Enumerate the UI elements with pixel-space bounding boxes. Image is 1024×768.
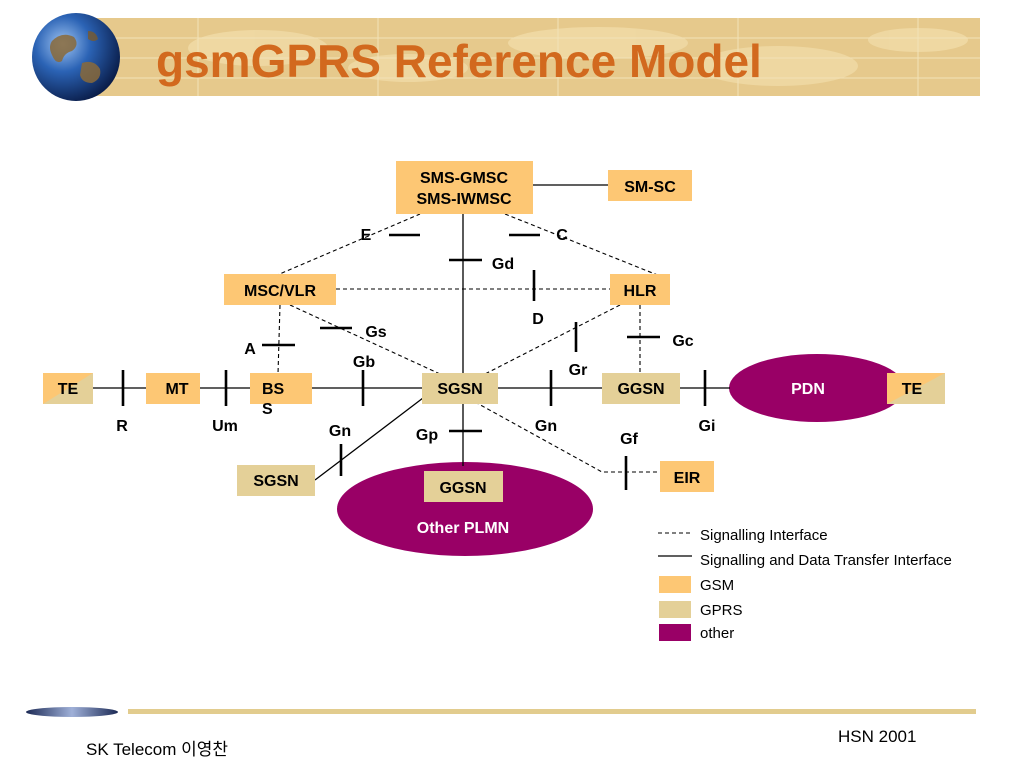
hlr-label: HLR	[624, 283, 657, 300]
iface-gn-main-label: Gn	[535, 418, 557, 435]
te-left-label: TE	[58, 381, 79, 398]
node-sms-gmsc: SMS-GMSC SMS-IWMSC	[396, 161, 533, 214]
globe-icon	[32, 13, 120, 101]
node-te-left: TE	[43, 373, 93, 404]
te-right-label: TE	[902, 381, 923, 398]
data-links	[85, 184, 730, 481]
iface-a-label: A	[244, 341, 256, 358]
node-sgsn-other: SGSN	[237, 465, 315, 496]
interface-labels: E C Gd D Gs A Gc Gb Gr R Um Gn Gi Gn Gp …	[116, 227, 715, 448]
iface-gr-label: Gr	[569, 362, 588, 379]
iface-gi-label: Gi	[699, 418, 716, 435]
node-ggsn-main: GGSN	[602, 373, 680, 404]
footer-presenter: SK Telecom 이영찬	[86, 740, 229, 759]
node-bss: BS S	[250, 373, 312, 418]
legend-gprs: GPRS	[700, 602, 743, 619]
iface-gb-label: Gb	[353, 354, 375, 371]
iface-gs-label: Gs	[365, 324, 386, 341]
footer-swoosh	[26, 707, 118, 717]
node-te-right: TE	[887, 373, 945, 404]
other-plmn-label: Other PLMN	[417, 520, 509, 537]
legend-other: other	[700, 625, 734, 642]
iface-d-label: D	[532, 311, 544, 328]
other-plmn-ellipse	[337, 462, 593, 556]
sm-sc-label: SM-SC	[624, 179, 676, 196]
node-sm-sc: SM-SC	[608, 170, 692, 201]
link-sgsn-eir	[474, 401, 660, 473]
iface-gf-label: Gf	[620, 431, 638, 448]
legend-signalling-data: Signalling and Data Transfer Interface	[700, 552, 952, 569]
link-msc-bss	[277, 304, 281, 375]
eir-label: EIR	[674, 470, 701, 487]
signalling-links	[274, 213, 661, 473]
sms-iwmsc-label: SMS-IWMSC	[416, 191, 512, 208]
footer-bar	[128, 709, 976, 714]
interface-ticks	[121, 233, 707, 490]
iface-gp-label: Gp	[416, 427, 438, 444]
sgsn-other-label: SGSN	[253, 473, 298, 490]
pdn-label: PDN	[791, 381, 825, 398]
legend-gsm: GSM	[700, 577, 734, 594]
slide-title: gsmGPRS Reference Model	[156, 35, 762, 87]
legend-gsm-swatch	[659, 576, 691, 593]
iface-e-label: E	[361, 227, 372, 244]
footer-event: HSN 2001	[838, 727, 917, 746]
sms-gmsc-label: SMS-GMSC	[420, 170, 508, 187]
sgsn-main-label: SGSN	[437, 381, 482, 398]
ggsn-other-label: GGSN	[439, 480, 486, 497]
node-hlr: HLR	[610, 274, 670, 305]
msc-vlr-label: MSC/VLR	[244, 283, 316, 300]
pdn-ellipse	[729, 354, 905, 422]
legend-gprs-swatch	[659, 601, 691, 618]
node-sgsn-main: SGSN	[422, 373, 498, 404]
legend-signalling: Signalling Interface	[700, 527, 828, 544]
node-eir: EIR	[660, 461, 714, 492]
iface-gc-label: Gc	[672, 333, 693, 350]
legend: Signalling Interface Signalling and Data…	[658, 527, 952, 642]
footer-rule	[26, 707, 976, 717]
world-map-watermark	[78, 18, 980, 96]
iface-c-label: C	[556, 227, 568, 244]
bss-label-2: S	[262, 401, 273, 418]
link-msc-smsgmsc	[274, 213, 421, 277]
node-ggsn-other: GGSN	[424, 471, 503, 502]
link-hlr-sgsn	[484, 304, 621, 375]
link-smsgmsc-hlr	[504, 213, 661, 277]
iface-r-label: R	[116, 418, 128, 435]
node-mt: MT	[146, 373, 200, 404]
title-band	[78, 18, 980, 96]
ggsn-main-label: GGSN	[617, 381, 664, 398]
legend-other-swatch	[659, 624, 691, 641]
iface-gd-label: Gd	[492, 256, 514, 273]
iface-um-label: Um	[212, 418, 238, 435]
bss-label-1: BS	[262, 381, 285, 398]
reference-model-diagram: SMS-GMSC SMS-IWMSC SM-SC MSC/VLR HLR TE …	[43, 161, 952, 642]
node-msc-vlr: MSC/VLR	[224, 274, 336, 305]
mt-label: MT	[165, 381, 188, 398]
link-sgsn-sgsn-other	[314, 397, 424, 481]
iface-gn-other-label: Gn	[329, 423, 351, 440]
